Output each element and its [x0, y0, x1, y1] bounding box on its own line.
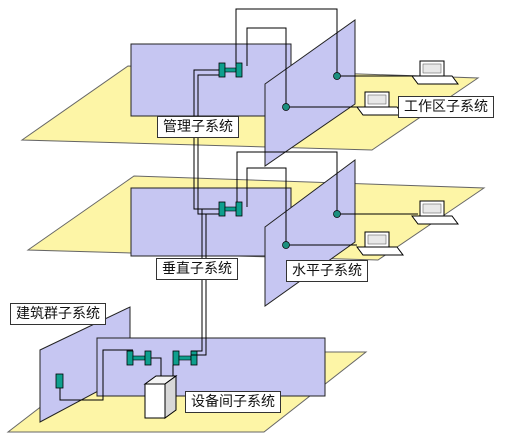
floor-1-workstation-a	[411, 60, 459, 85]
floor-1-back-wall	[130, 43, 292, 117]
floor-1-partition-wall	[264, 19, 356, 167]
label-horizontal-subsystem: 水平子系统	[286, 260, 368, 282]
floor-1-cable-inner	[246, 27, 357, 108]
vertical-backbone-cables	[191, 69, 219, 356]
floor-2-back-wall	[130, 187, 292, 257]
label-campus-subsystem: 建筑群子系统	[10, 303, 106, 325]
floor-1-cable-loop	[235, 8, 418, 77]
floor-2	[26, 151, 486, 307]
campus-cable	[59, 349, 133, 401]
floor-3-back-wall	[96, 337, 326, 397]
equipment-patch-panel-b	[172, 350, 198, 366]
label-management-subsystem: 管理子系统	[157, 116, 239, 138]
label-equipment-room-subsystem: 设备间子系统	[185, 391, 281, 413]
floor-1	[20, 8, 480, 167]
floor-2-outlet-b	[282, 241, 290, 249]
floor-1-outlet-b	[282, 103, 290, 111]
campus-connector	[55, 373, 64, 389]
floor-1-outlet-a	[333, 72, 341, 80]
floor-3	[6, 306, 368, 433]
floor-1-patch-panel	[218, 62, 243, 78]
equipment-server	[143, 375, 178, 419]
floor-2-cable-loop	[236, 151, 418, 215]
equipment-patch-panel-a	[126, 350, 152, 366]
label-vertical-subsystem: 垂直子系统	[156, 258, 238, 280]
floor-2-cable-inner	[246, 167, 357, 246]
floor-2-outlet-a	[333, 210, 341, 218]
label-work-area-subsystem: 工作区子系统	[398, 96, 494, 118]
